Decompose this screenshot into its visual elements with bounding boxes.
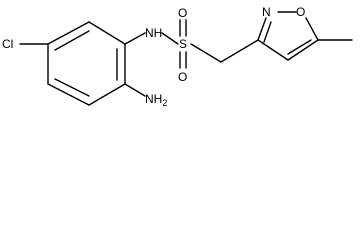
atom-label-nh2: NH2	[145, 92, 167, 108]
atom-label-nh: NH	[145, 26, 162, 40]
atom-label-s: S	[179, 37, 187, 51]
atom-label-n-isoxazole: N	[262, 5, 271, 19]
bond-o-c5	[305, 17, 319, 41]
bond-ring-4	[88, 83, 126, 106]
bond-c3-n-inner	[263, 21, 272, 43]
bond-s-ch2	[190, 43, 222, 63]
atom-label-o-top: O	[178, 6, 187, 20]
bond-c5-c4-inner	[287, 39, 312, 55]
atom-label-o-isoxazole: O	[296, 5, 305, 19]
atom-label-cl: Cl	[2, 37, 13, 51]
bonds	[19, 11, 353, 106]
bond-c-nh	[124, 32, 146, 45]
bond-ch2-c3	[220, 39, 259, 63]
atom-label-o-bottom: O	[178, 70, 187, 84]
bond-c5-c4	[287, 39, 319, 61]
bond-ring-1	[47, 21, 90, 45]
bond-ring-1-inner	[54, 30, 90, 51]
bond-c-nh2	[124, 83, 146, 97]
atom-labels: Cl NH S O O N O NH2	[2, 5, 305, 108]
nh2-main: NH	[145, 92, 162, 106]
molecule-structure-diagram: Cl NH S O O N O NH2	[2, 5, 353, 108]
nh2-subscript: 2	[162, 98, 167, 108]
bond-ring-5-inner	[54, 78, 90, 97]
bond-c3-n	[257, 17, 267, 41]
bond-ring-2	[88, 21, 126, 45]
bond-c4-c3	[257, 39, 289, 61]
bond-ring-5	[47, 83, 90, 106]
bond-nh-s	[161, 32, 179, 45]
